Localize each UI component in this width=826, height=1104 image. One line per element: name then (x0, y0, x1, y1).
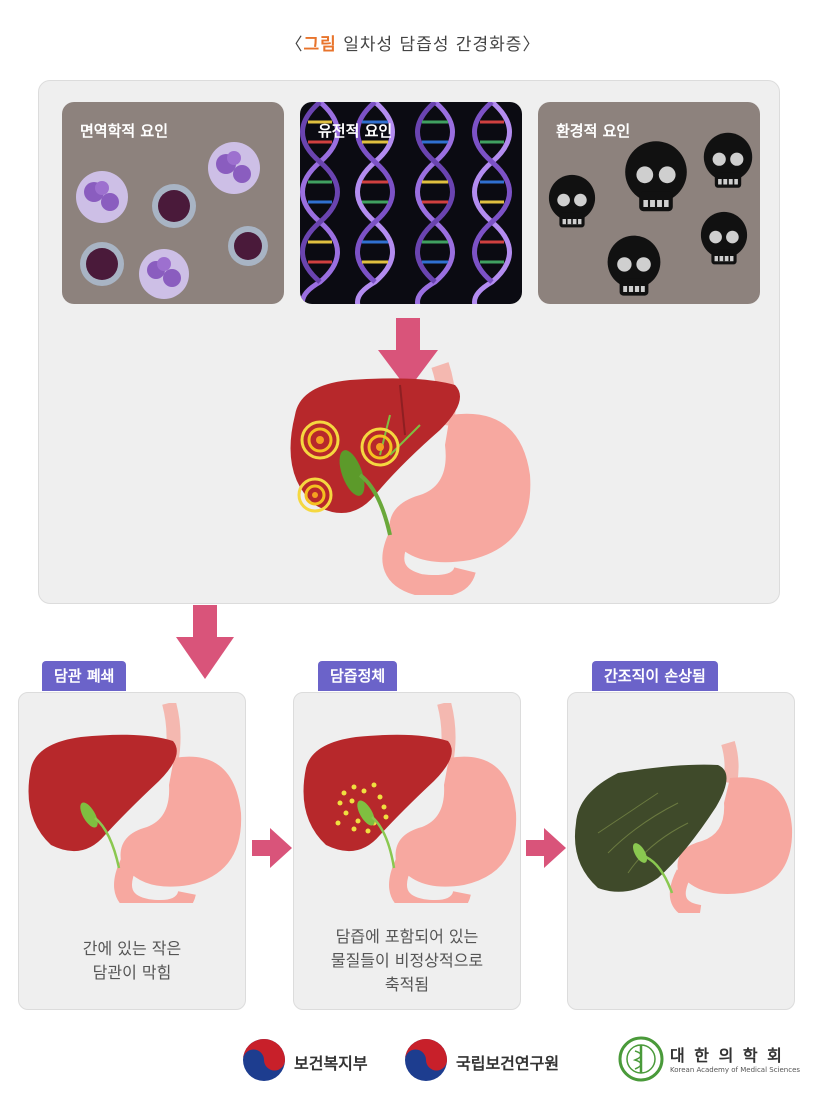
national-institute-of-health-label: 국립보건연구원 (456, 1054, 560, 1073)
liver-stomach-illustration (574, 740, 793, 913)
white-cell-icon (76, 171, 128, 223)
title-accent: 그림 (303, 35, 337, 55)
ministry-of-health-label: 보건복지부 (294, 1054, 368, 1073)
liver-stomach-illustration (290, 362, 531, 595)
stage-tag-cholestasis: 담즙정체 (318, 661, 398, 691)
title-bracket-close: 〉 (522, 35, 541, 55)
factor-label: 면역학적 요인 (80, 122, 169, 140)
stage-tag-liver-damage: 간조직이 손상됨 (592, 661, 718, 691)
factor-label: 유전적 요인 (318, 122, 393, 140)
title-bracket-open: 〈 (285, 35, 304, 55)
caption-line: 물질들이 비정상적으로 (330, 951, 484, 970)
stage-panel-3 (567, 692, 795, 1010)
caption-line: 담관이 막힘 (92, 963, 172, 982)
diagram-title: 〈그림 일차성 담즙성 간경화증〉 (0, 30, 826, 55)
caption-line: 축적됨 (384, 975, 430, 994)
caption-line: 담즙에 포함되어 있는 (335, 927, 479, 946)
right-arrow-icon (526, 828, 566, 868)
academy-name-label: 대 한 의 학 회 (670, 1046, 784, 1065)
taegeuk-logo-icon (405, 1039, 447, 1081)
dna-helix-icon (300, 102, 512, 304)
academy-emblem-icon (618, 1036, 664, 1082)
factor-label: 환경적 요인 (556, 122, 631, 140)
caption-line: 간에 있는 작은 (82, 939, 182, 958)
liver-stomach-illustration (28, 703, 242, 903)
title-text: 일차성 담즙성 간경화증 (336, 35, 523, 55)
taegeuk-logo-icon (243, 1039, 285, 1081)
down-arrow-icon (378, 318, 438, 390)
stage-caption: 담즙에 포함되어 있는 물질들이 비정상적으로 축적됨 (294, 925, 520, 997)
stage-tag-bile-duct-blockage: 담관 폐쇄 (42, 661, 127, 691)
right-arrow-icon (252, 828, 292, 868)
stage-panel-1: 간에 있는 작은 담관이 막힘 (18, 692, 246, 1010)
stage-caption: 간에 있는 작은 담관이 막힘 (19, 937, 245, 985)
immunological-factor-panel: 면역학적 요인 (62, 102, 284, 304)
stage-panel-2: 담즙에 포함되어 있는 물질들이 비정상적으로 축적됨 (293, 692, 521, 1010)
environmental-factor-panel: 환경적 요인 (538, 102, 760, 304)
liver-stomach-illustration (303, 703, 517, 903)
down-arrow-icon (176, 605, 234, 679)
genetic-factor-panel: 유전적 요인 (300, 102, 522, 304)
immune-cells-icon (76, 142, 268, 299)
academy-english-label: Korean Academy of Medical Sciences (670, 1066, 801, 1074)
